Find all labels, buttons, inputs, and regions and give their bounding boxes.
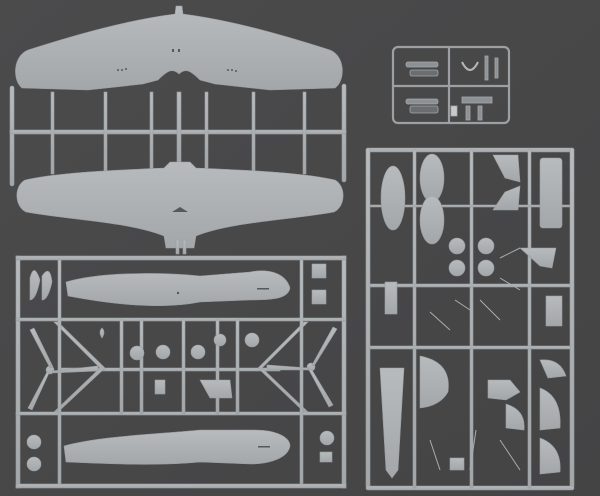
- fuselage-details: [176, 288, 270, 448]
- detail-thin-parts: [429, 247, 521, 471]
- clear-sprue: [391, 45, 511, 125]
- wing-sprue: [9, 5, 347, 255]
- detail-sprue: [365, 147, 575, 491]
- fuselage-sprue: [15, 255, 347, 489]
- clear-parts: [405, 55, 499, 121]
- wing-details: [117, 49, 237, 212]
